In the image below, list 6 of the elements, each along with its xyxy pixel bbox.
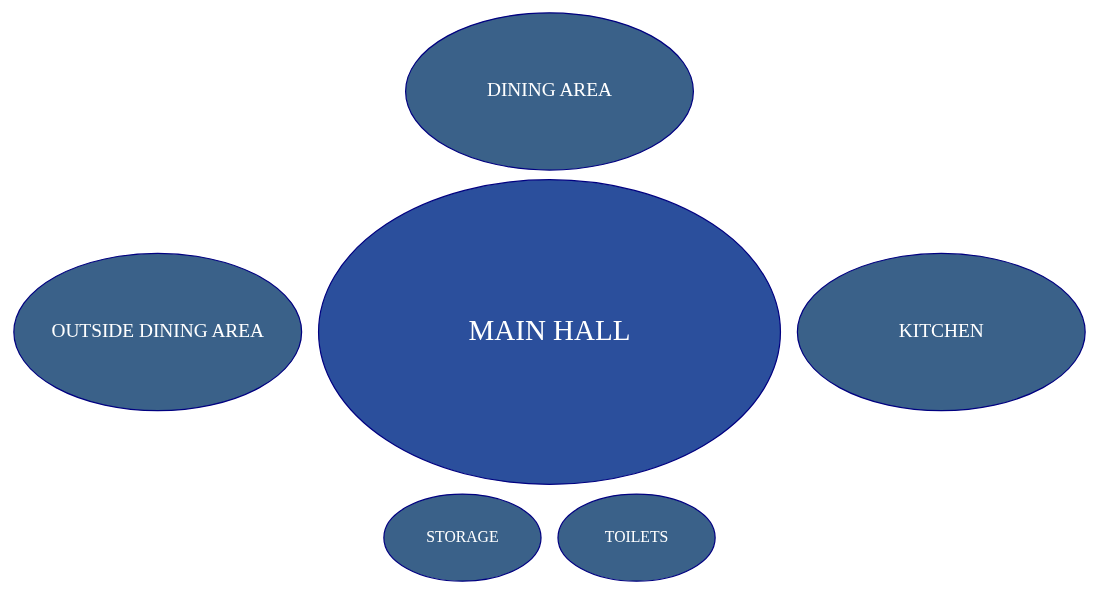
node-ellipse: KITCHEN — [796, 252, 1086, 412]
node-ellipse: DINING AREA — [405, 12, 694, 171]
node-ellipse: MAIN HALL — [317, 179, 782, 486]
node-ellipse: TOILETS — [557, 493, 716, 582]
node-ellipse: OUTSIDE DINING AREA — [13, 252, 303, 412]
node-ellipse: STORAGE — [383, 493, 542, 582]
